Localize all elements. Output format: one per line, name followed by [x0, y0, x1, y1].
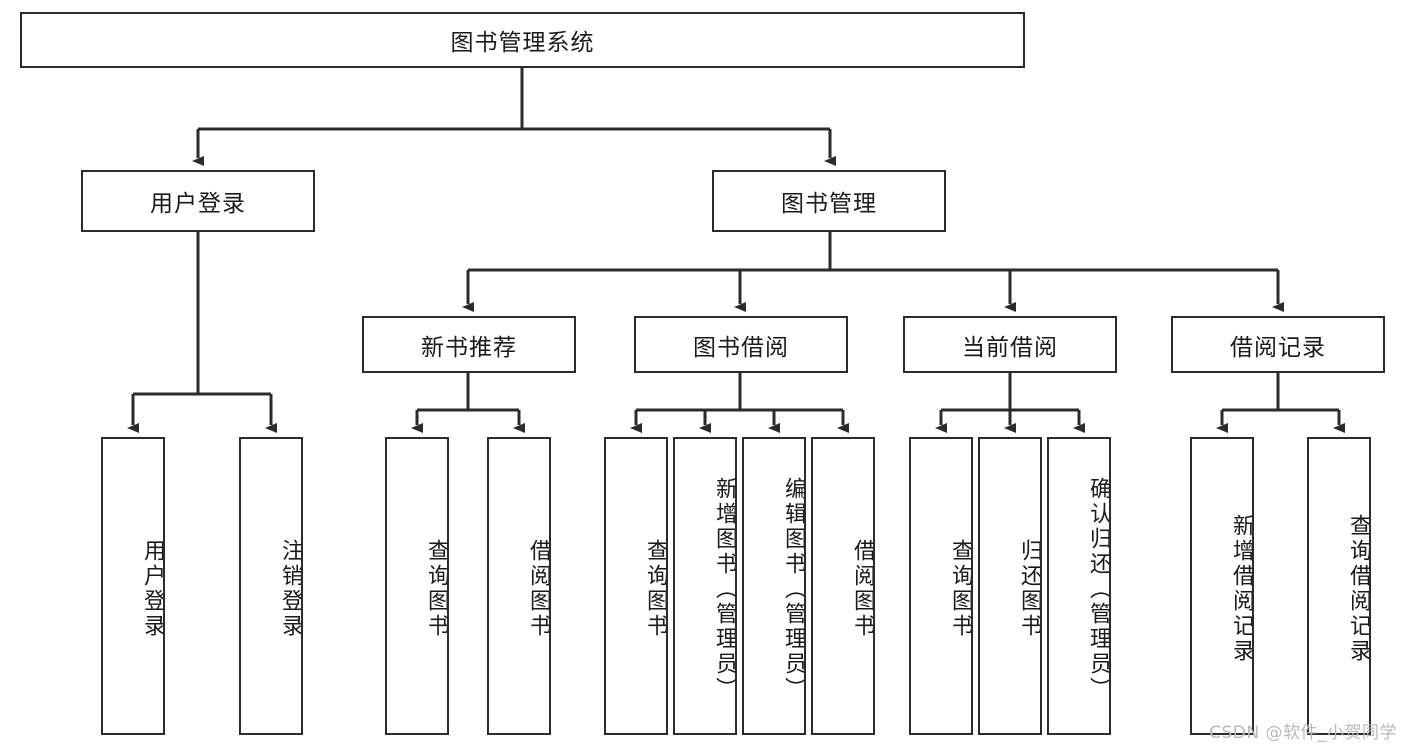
leaf-confirm-return-admin[interactable]: 确认归还（管理员） — [1047, 437, 1111, 735]
node-book-borrow[interactable]: 图书借阅 — [634, 316, 848, 373]
leaf-borrow-book-newbook[interactable]: 借阅图书 — [487, 437, 551, 735]
leaf-label: 新增图书（管理员） — [712, 476, 737, 702]
leaf-query-borrow-record[interactable]: 查询借阅记录 — [1307, 437, 1371, 735]
leaf-add-borrow-record[interactable]: 新增借阅记录 — [1190, 437, 1254, 735]
leaf-label: 查询图书 — [948, 539, 973, 639]
leaf-add-book-admin[interactable]: 新增图书（管理员） — [673, 437, 737, 735]
leaf-logout[interactable]: 注销登录 — [239, 437, 303, 735]
leaf-query-book-current[interactable]: 查询图书 — [909, 437, 973, 735]
leaf-edit-book-admin[interactable]: 编辑图书（管理员） — [742, 437, 806, 735]
leaf-label: 查询借阅记录 — [1346, 514, 1371, 664]
watermark: CSDN @软件_小贺同学 — [1209, 723, 1397, 743]
leaf-query-book-newbook[interactable]: 查询图书 — [385, 437, 449, 735]
leaf-label: 归还图书 — [1017, 539, 1042, 639]
leaf-label: 查询图书 — [643, 539, 668, 639]
leaf-borrow-book-borrow[interactable]: 借阅图书 — [811, 437, 875, 735]
leaf-label: 新增借阅记录 — [1229, 514, 1254, 664]
leaf-label: 用户登录 — [140, 539, 165, 639]
leaf-label: 编辑图书（管理员） — [781, 476, 806, 702]
leaf-query-book-borrow[interactable]: 查询图书 — [604, 437, 668, 735]
node-borrow-record[interactable]: 借阅记录 — [1171, 316, 1385, 373]
leaf-label: 借阅图书 — [850, 539, 875, 639]
leaf-label: 确认归还（管理员） — [1086, 476, 1111, 702]
node-user-login[interactable]: 用户登录 — [81, 170, 315, 232]
node-current-borrow[interactable]: 当前借阅 — [903, 316, 1117, 373]
node-root-system[interactable]: 图书管理系统 — [20, 12, 1025, 68]
node-new-book-recommend[interactable]: 新书推荐 — [362, 316, 576, 373]
node-book-management[interactable]: 图书管理 — [712, 170, 946, 232]
leaf-label: 查询图书 — [424, 539, 449, 639]
leaf-return-book[interactable]: 归还图书 — [978, 437, 1042, 735]
leaf-label: 注销登录 — [278, 539, 303, 639]
leaf-label: 借阅图书 — [526, 539, 551, 639]
leaf-user-login[interactable]: 用户登录 — [101, 437, 165, 735]
